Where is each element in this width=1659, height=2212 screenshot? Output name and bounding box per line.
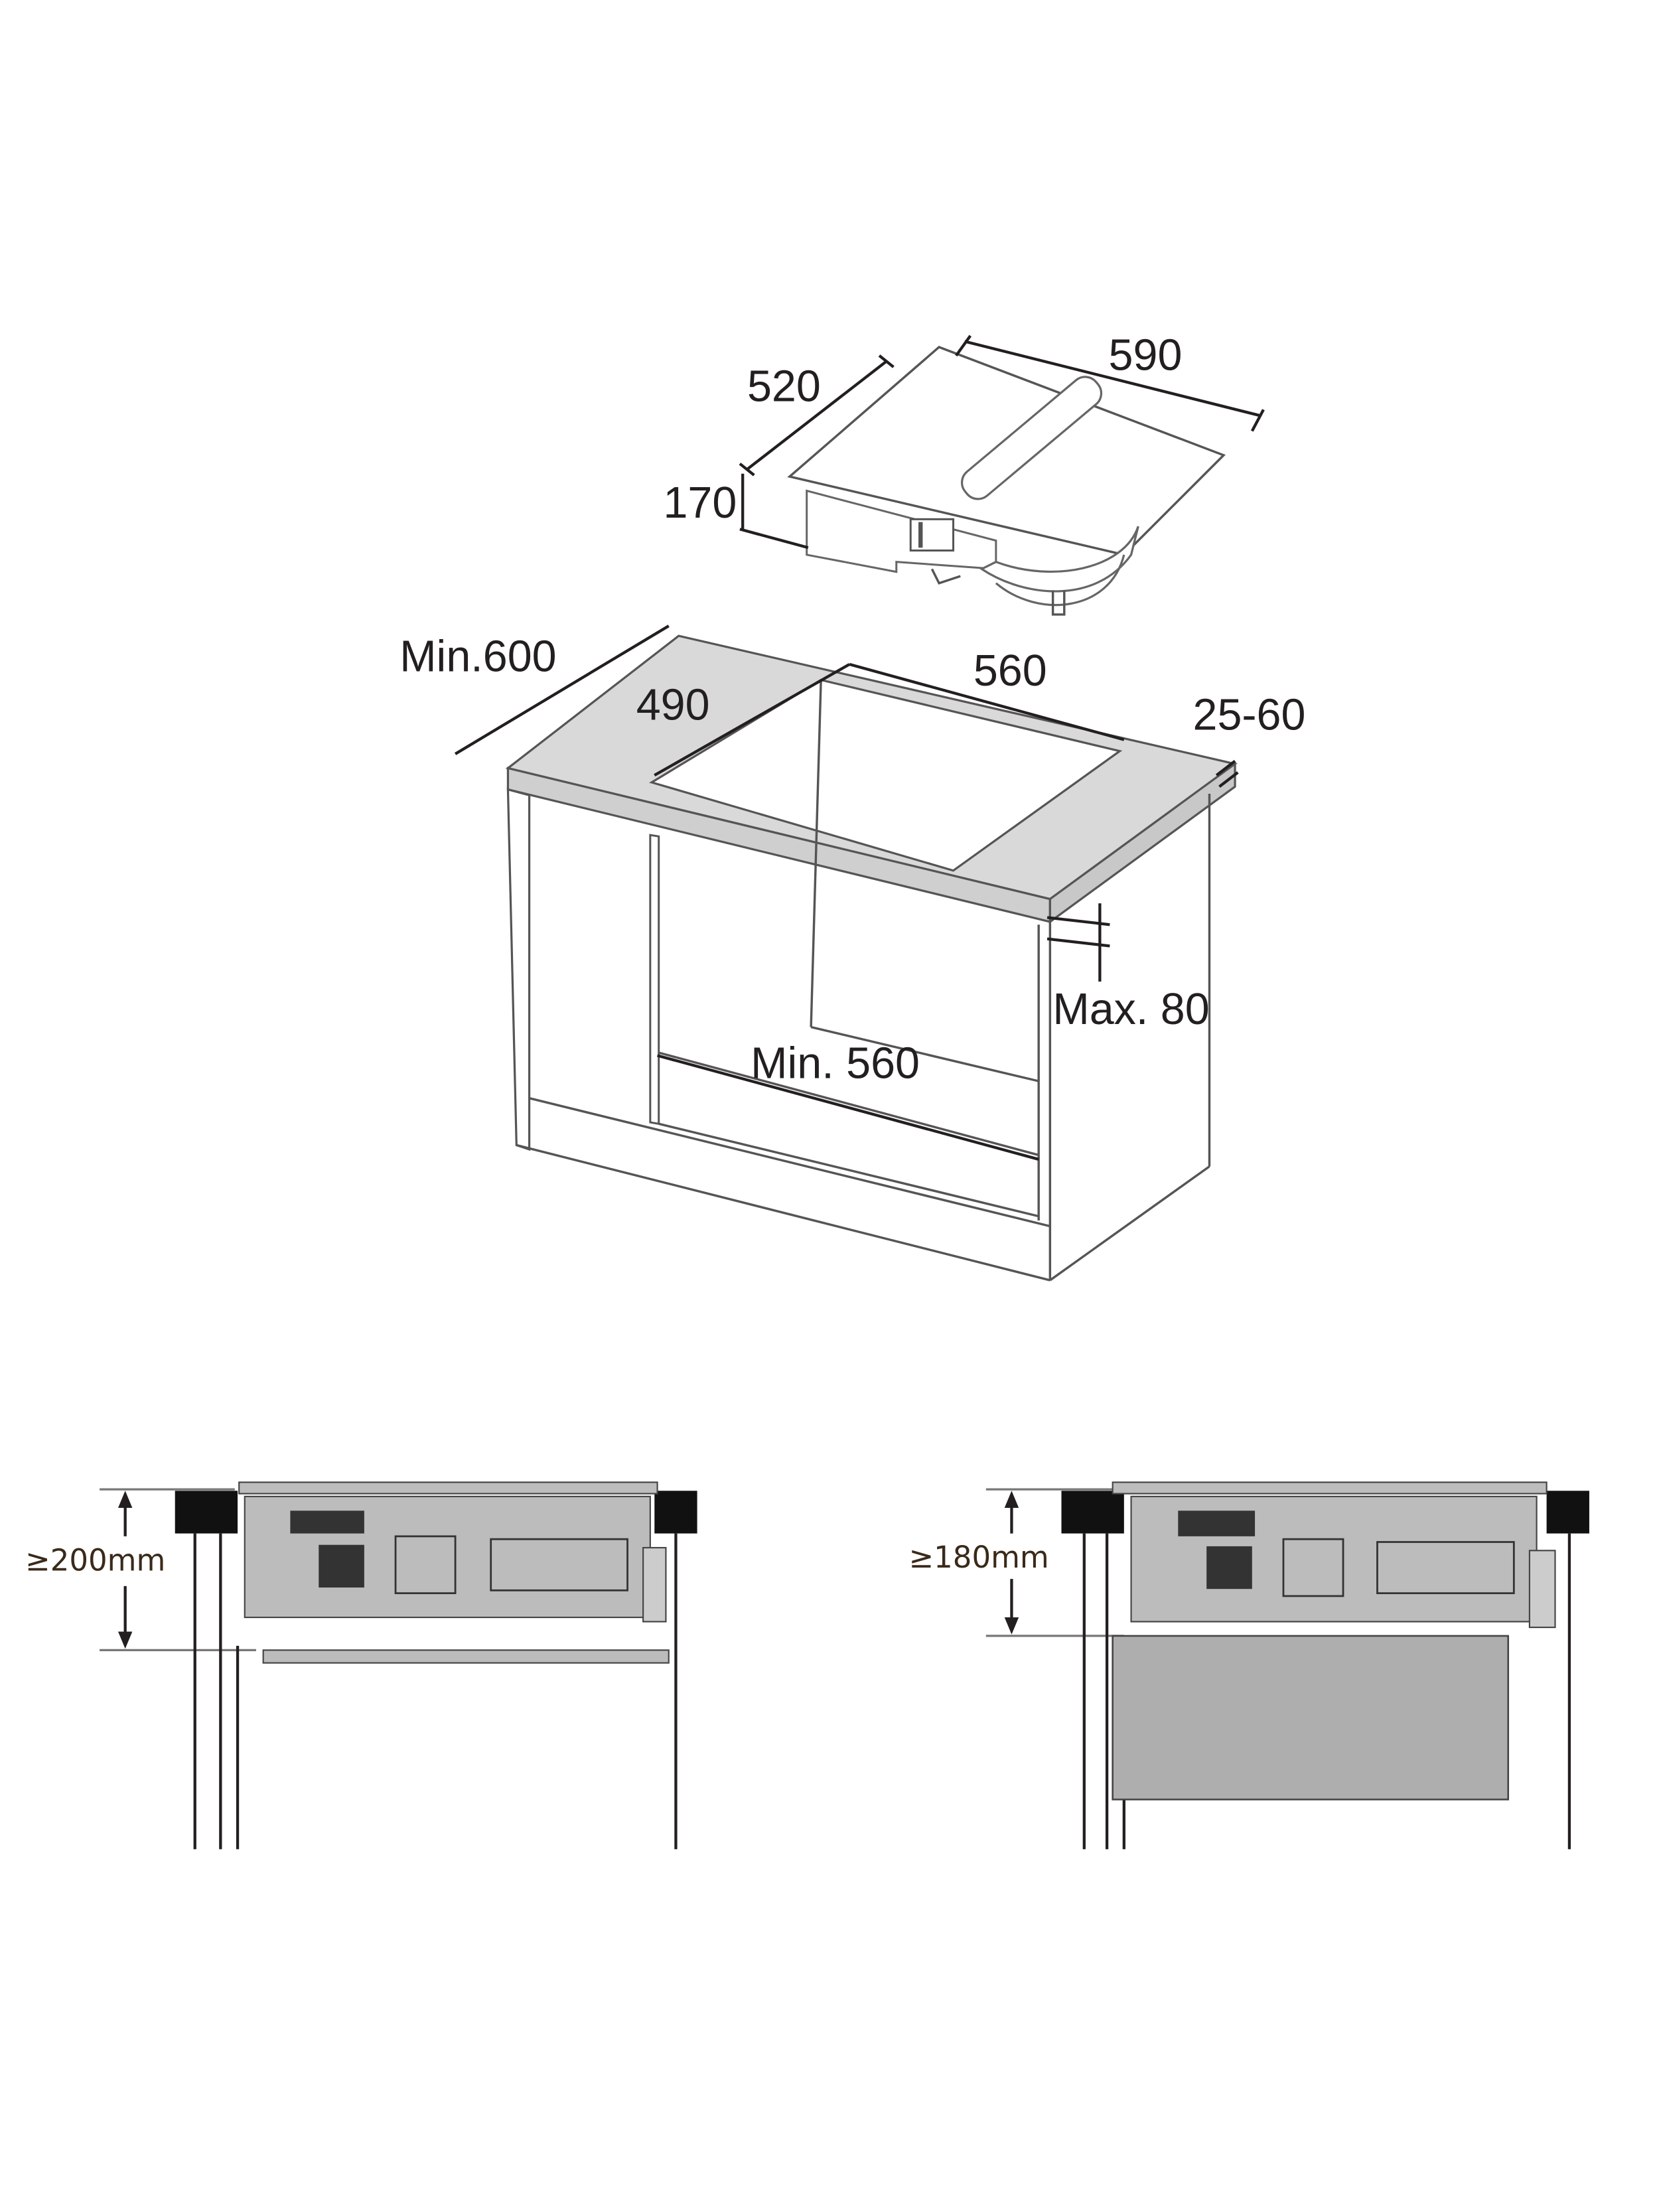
label-clearance-200: ≥200mm <box>25 1542 165 1578</box>
arrow-head <box>117 1631 133 1649</box>
section-left: ≥200mm <box>25 1481 697 1850</box>
worktop-block-left <box>175 1491 238 1534</box>
plinth-top-edge <box>529 1097 1050 1228</box>
cabinet-drawing: Min.600 490 560 25-60 Max. 80 Min. 560 <box>399 625 1306 1282</box>
dim-tick <box>1218 771 1239 788</box>
dim-tick <box>1046 916 1110 926</box>
cabinet-inner-shelf-back <box>658 1051 1039 1157</box>
motor-section <box>1528 1550 1556 1629</box>
motor-section <box>642 1546 667 1623</box>
cabinet-left-panel <box>506 788 531 1151</box>
cabinet-bottom-edge <box>516 1143 1050 1282</box>
dim-tick <box>739 528 809 550</box>
cabinet-inner-floor <box>658 1122 1039 1218</box>
hob-connector <box>909 518 955 552</box>
hob-motor-foot <box>930 568 1066 616</box>
worktop-block-right <box>1546 1491 1589 1534</box>
label-worktop-thickness: 25-60 <box>1193 691 1306 740</box>
drawer-box <box>1112 1635 1510 1801</box>
hob-glass-section <box>238 1481 658 1495</box>
hob-drawing: 590 520 170 <box>663 331 1265 616</box>
dim-line-min600 <box>455 625 670 755</box>
dim-tick <box>739 463 755 477</box>
dim-line-490 <box>654 663 851 777</box>
dim-tick <box>1046 937 1110 948</box>
dim-tick <box>1250 409 1265 432</box>
worktop-side-edge <box>1048 761 1236 924</box>
dim-line-25-60 <box>1215 760 1236 776</box>
arrow-head <box>117 1491 133 1509</box>
label-min600: Min.600 <box>399 632 556 682</box>
section-right: ≥180mm <box>908 1481 1589 1850</box>
label-min560: Min. 560 <box>751 1039 920 1088</box>
cabinet-inner-partition <box>649 834 660 1126</box>
vent-grille <box>1206 1546 1252 1589</box>
dim-line-560 <box>849 662 1125 741</box>
dim-tick <box>955 334 972 357</box>
hob-body-front <box>806 489 997 573</box>
power-module <box>1376 1541 1515 1595</box>
vent-grille <box>1178 1511 1256 1536</box>
hob-extractor-vent <box>960 376 1103 500</box>
dim-line-width <box>964 340 1260 417</box>
worktop-block-left <box>1061 1491 1124 1534</box>
arrow-head <box>1004 1491 1019 1509</box>
cabinet-right-bottom-edge <box>1049 1165 1210 1282</box>
shelf <box>262 1649 670 1664</box>
hob-motor-housing <box>979 526 1139 607</box>
vent-grille <box>319 1544 364 1588</box>
worktop-block-right <box>654 1491 697 1534</box>
label-hob-height: 170 <box>663 479 737 528</box>
power-module <box>490 1538 628 1591</box>
dim-tick <box>878 354 895 368</box>
label-cutout-width: 560 <box>974 646 1047 696</box>
fan-housing <box>1282 1538 1344 1597</box>
dim-line-depth <box>746 360 888 471</box>
dim-line-min560 <box>657 1054 1039 1161</box>
vent-grille <box>290 1511 364 1534</box>
label-hob-depth: 520 <box>747 362 821 411</box>
cabinet-inner-back-bottom <box>810 1025 1039 1082</box>
arrow-head <box>1004 1617 1019 1635</box>
label-hob-width: 590 <box>1109 331 1183 380</box>
fan-housing <box>394 1535 457 1595</box>
label-cutout-depth: 490 <box>636 681 710 730</box>
label-max80: Max. 80 <box>1052 985 1209 1034</box>
hob-glass-section <box>1112 1481 1548 1495</box>
cabinet-back-edge <box>810 680 822 1027</box>
label-clearance-180: ≥180mm <box>908 1540 1048 1575</box>
